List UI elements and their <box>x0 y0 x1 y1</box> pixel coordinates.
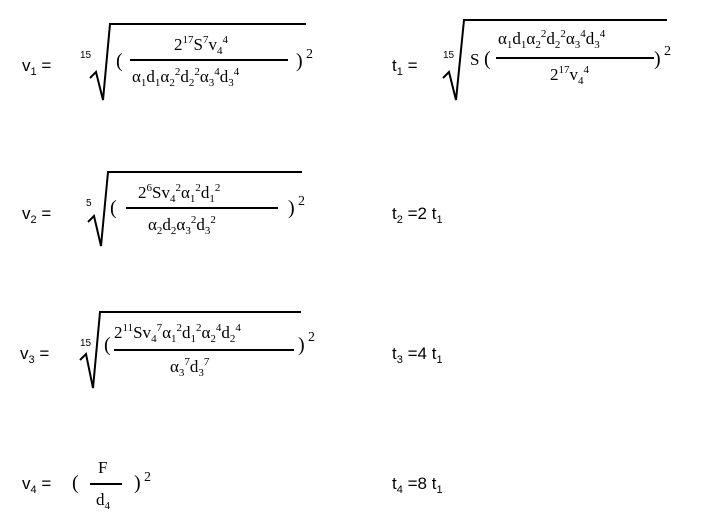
t1-label: t1 = <box>392 56 418 78</box>
v3-label: v3 = <box>20 344 50 366</box>
t3-label: t3 =4 t1 <box>392 344 443 366</box>
t1-factor: S <box>470 50 480 69</box>
v1-lparen: ( <box>116 50 123 72</box>
v3-rparen: ) <box>298 334 305 356</box>
t4-label: t4 =8 t1 <box>392 474 443 496</box>
t1-fraction-bar <box>496 57 654 59</box>
v1-label: v1 = <box>22 56 52 78</box>
t1-rparen: ) <box>654 48 661 70</box>
t1-numerator: α1d1α22d22α34d34 <box>498 28 606 51</box>
v4-numerator: F <box>98 458 108 477</box>
v2-label: v2 = <box>22 204 52 226</box>
t1-root-index: 15 <box>443 50 455 61</box>
v1-numerator: 217S7v44 <box>174 34 228 57</box>
t1-lparen: ( <box>484 48 491 70</box>
v3-denominator: α37d37 <box>170 356 210 379</box>
v4-lparen: ( <box>72 472 79 494</box>
v1-exponent: 2 <box>306 47 313 62</box>
v2-exponent: 2 <box>298 194 305 209</box>
v4-rparen: ) <box>134 472 141 494</box>
v2-denominator: α2d2α32d32 <box>148 214 216 237</box>
v1-root-index: 15 <box>80 50 92 61</box>
v3-fraction-bar <box>114 349 294 351</box>
v4-denominator: d4 <box>96 490 110 512</box>
v2-numerator: 26Sv42α12d12 <box>138 182 221 205</box>
v2-lparen: ( <box>110 197 117 219</box>
t1-exponent: 2 <box>664 44 671 59</box>
v4-label: v4 = <box>22 474 52 496</box>
v1-denominator: α1d1α22d22α34d34 <box>132 66 240 89</box>
v2-fraction-bar <box>126 207 278 209</box>
v2-root-index: 5 <box>86 198 92 209</box>
radical-v2 <box>87 171 302 247</box>
radical-v3 <box>79 311 301 389</box>
t1-denominator: 217v44 <box>550 64 589 87</box>
v3-lparen: ( <box>104 334 111 356</box>
radical-t1 <box>442 19 667 101</box>
t2-label: t2 =2 t1 <box>392 204 443 226</box>
v3-numerator: 211Sv47α12d12α24d24 <box>114 322 241 345</box>
v1-fraction-bar <box>130 59 288 61</box>
radical-v1 <box>89 23 306 101</box>
v4-exponent: 2 <box>144 470 151 485</box>
v3-exponent: 2 <box>308 330 315 345</box>
v4-fraction-bar <box>90 483 122 485</box>
v2-rparen: ) <box>288 197 295 219</box>
v3-root-index: 15 <box>80 338 92 349</box>
v1-rparen: ) <box>296 50 303 72</box>
